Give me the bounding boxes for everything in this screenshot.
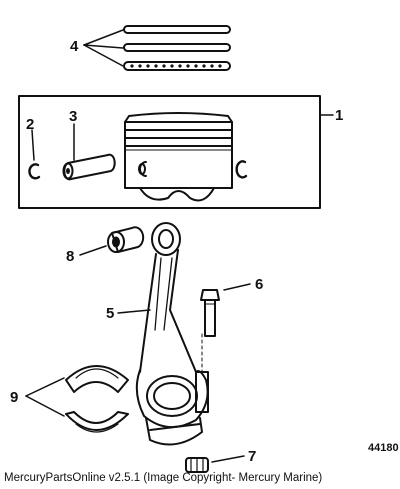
piston-assembly-box xyxy=(18,95,334,209)
connecting-rod xyxy=(135,222,209,446)
callout-9-leaders xyxy=(25,377,65,417)
callout-6: 6 xyxy=(255,276,263,293)
pin-bushing xyxy=(79,226,145,256)
bearing-halves xyxy=(65,365,129,433)
rod-bolt xyxy=(200,283,251,337)
figure-number: 44180 xyxy=(368,442,399,454)
piston xyxy=(124,112,233,202)
callout-7: 7 xyxy=(248,448,256,465)
callout-9: 9 xyxy=(10,389,18,406)
snap-ring-right xyxy=(235,160,248,179)
piston-pin xyxy=(62,123,116,181)
rod-nut xyxy=(185,455,245,473)
callout-2: 2 xyxy=(26,116,34,133)
callout-5: 5 xyxy=(106,305,114,322)
snap-ring xyxy=(28,129,41,180)
callout-4-leaders xyxy=(83,29,124,67)
callout-8: 8 xyxy=(66,248,74,265)
callout-4: 4 xyxy=(70,38,79,55)
callout-3: 3 xyxy=(69,108,77,125)
image-caption: MercuryPartsOnline v2.5.1 (Image Copyrig… xyxy=(4,472,323,484)
callout-1: 1 xyxy=(335,107,343,124)
callout-5-leader xyxy=(117,309,151,314)
piston-rings xyxy=(123,25,231,71)
